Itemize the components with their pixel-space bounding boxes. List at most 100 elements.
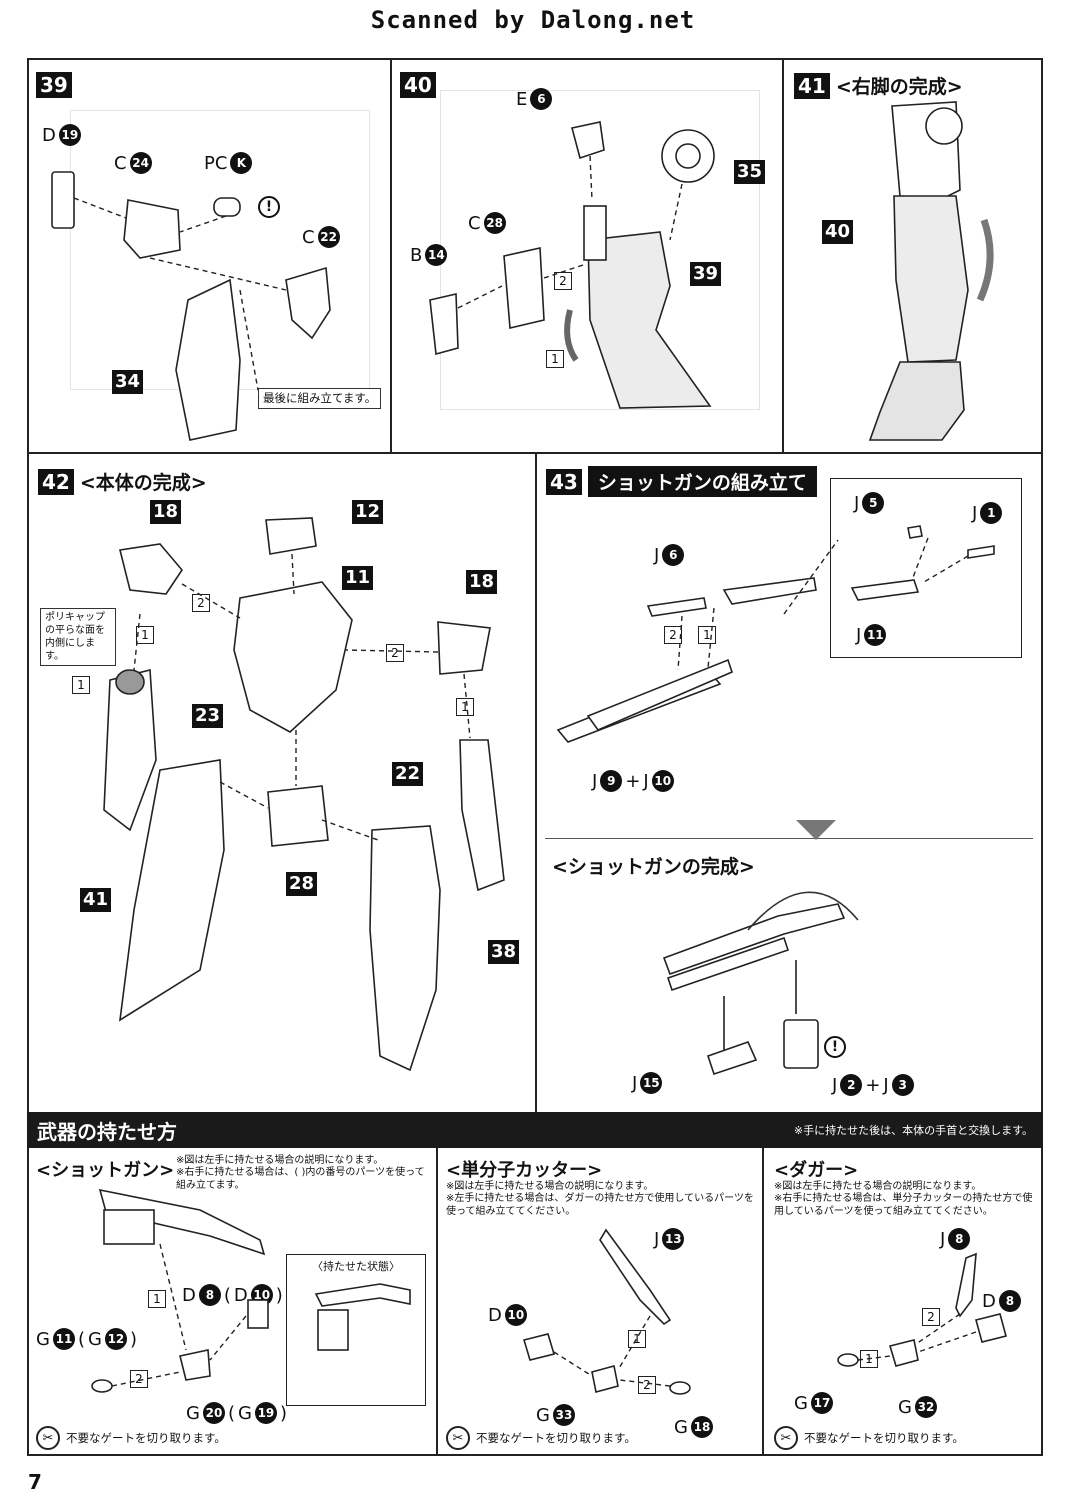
nipper-icon: ✂ <box>36 1426 60 1450</box>
part-badge-18b: 18 <box>466 570 498 594</box>
part-letter: C <box>302 226 315 248</box>
paren-open: ( <box>227 1402 235 1424</box>
gate-text: 不要なゲートを切り取ります。 <box>476 1431 636 1445</box>
part-badge-28: 28 <box>286 872 318 896</box>
scan-header: Scanned by Dalong.net <box>370 6 696 34</box>
part-letter: G <box>536 1404 550 1426</box>
paren-close: ) <box>275 1284 283 1306</box>
part-letter: B <box>410 244 423 266</box>
part-letter: J <box>643 770 649 792</box>
part-number-circle: 17 <box>810 1392 833 1414</box>
col-divider-w1 <box>436 1148 438 1456</box>
part-badge-34: 34 <box>112 370 144 394</box>
step-41-title: <右脚の完成> <box>835 76 963 98</box>
paren-close: ) <box>279 1402 287 1424</box>
step-39-number: 39 <box>36 72 72 98</box>
step-40-header: 40 <box>400 72 436 98</box>
step-39-illustration <box>51 171 331 441</box>
part-letter: J <box>592 770 598 792</box>
step-42-illustration <box>103 517 505 1072</box>
part-badge-18a: 18 <box>150 500 182 524</box>
gate-text: 不要なゲートを切り取ります。 <box>66 1431 226 1445</box>
step-41-illustration <box>868 101 994 441</box>
step-43-header: 43 ショットガンの組み立て <box>546 466 817 497</box>
part-number-circle: 28 <box>483 212 506 234</box>
cutter-note-2: ※左手に持たせる場合は、ダガーの持たせ方で使用しているパーツを使って組み立ててく… <box>446 1193 754 1217</box>
part-number-circle: 11 <box>52 1328 75 1350</box>
part-badge-39: 39 <box>690 262 722 286</box>
part-letter: J <box>940 1228 946 1250</box>
nipper-icon: ✂ <box>774 1426 798 1450</box>
shotgun-title: <ショットガン> <box>36 1160 175 1181</box>
part-letter: J <box>972 502 978 524</box>
sequence-2b: 2 <box>386 644 404 662</box>
part-letter: J <box>854 492 860 514</box>
part-number-circle: 15 <box>640 1072 663 1094</box>
shotgun-gate-note: ✂ 不要なゲートを切り取ります。 <box>36 1426 226 1450</box>
step-43-illustration <box>556 525 995 1076</box>
step-41-header: 41 <右脚の完成> <box>794 72 963 99</box>
sequence-2e: 2 <box>130 1370 148 1388</box>
part-letter: J <box>632 1072 638 1094</box>
dagger-note-2: ※右手に持たせる場合は、単分子カッターの持たせ方で使用しているパーツを使って組み… <box>774 1193 1033 1217</box>
col-divider-42-43 <box>535 452 537 1112</box>
part-letter: E <box>516 88 528 110</box>
part-number-circle: 8 <box>998 1290 1021 1312</box>
weapons-note: ※手に持たせた後は、本体の手首と交換します。 <box>793 1124 1033 1137</box>
part-letter: C <box>114 152 127 174</box>
part-letter: J <box>654 1228 660 1250</box>
part-letter: J <box>856 624 862 646</box>
paren-open: ( <box>77 1328 85 1350</box>
step-43-detail-box <box>830 478 1022 658</box>
part-letter: G <box>36 1328 50 1350</box>
part-letter: J <box>883 1074 889 1096</box>
sequence-1: 1 <box>546 350 564 368</box>
part-letter: G <box>237 1402 252 1424</box>
part-letter: J <box>832 1074 838 1096</box>
part-badge-22: 22 <box>392 762 424 786</box>
step-42-number: 42 <box>38 468 74 495</box>
cutter-grip-illustration <box>522 1228 691 1395</box>
step-40-illustration <box>429 121 715 409</box>
part-badge-41: 41 <box>80 888 112 912</box>
step-42-polycap-note: ポリキャップの平らな面を内側にします。 <box>40 608 116 666</box>
shotgun-complete-title: <ショットガンの完成> <box>552 856 755 878</box>
nipper-icon: ✂ <box>446 1426 470 1450</box>
sequence-1e: 1 <box>148 1290 166 1308</box>
dagger-gate-note: ✂不要なゲートを切り取ります。 <box>774 1426 964 1450</box>
step-43-number: 43 <box>546 468 582 495</box>
part-letter: G <box>674 1416 688 1438</box>
part-number-circle: 10 <box>504 1304 527 1326</box>
part-number-circle: 14 <box>425 244 448 266</box>
step-39-header: 39 <box>36 72 72 98</box>
dagger-note-1: ※図は左手に持たせる場合の説明になります。 <box>774 1181 982 1192</box>
paren-close: ) <box>129 1328 137 1350</box>
cutter-gate-note: ✂ 不要なゲートを切り取ります。 <box>446 1426 636 1450</box>
part-number-circle: 19 <box>58 124 81 146</box>
step-42-title: <本体の完成> <box>79 472 207 494</box>
step-42-header: 42 <本体の完成> <box>38 468 207 495</box>
part-number-circle: K <box>230 152 253 174</box>
part-number-circle: 5 <box>862 492 885 514</box>
part-number-circle: 2 <box>840 1074 863 1096</box>
shotgun-grip-illustration <box>91 1188 411 1393</box>
part-badge-38: 38 <box>488 940 520 964</box>
part-number-circle: 10 <box>651 770 674 792</box>
part-letter: G <box>186 1402 200 1424</box>
